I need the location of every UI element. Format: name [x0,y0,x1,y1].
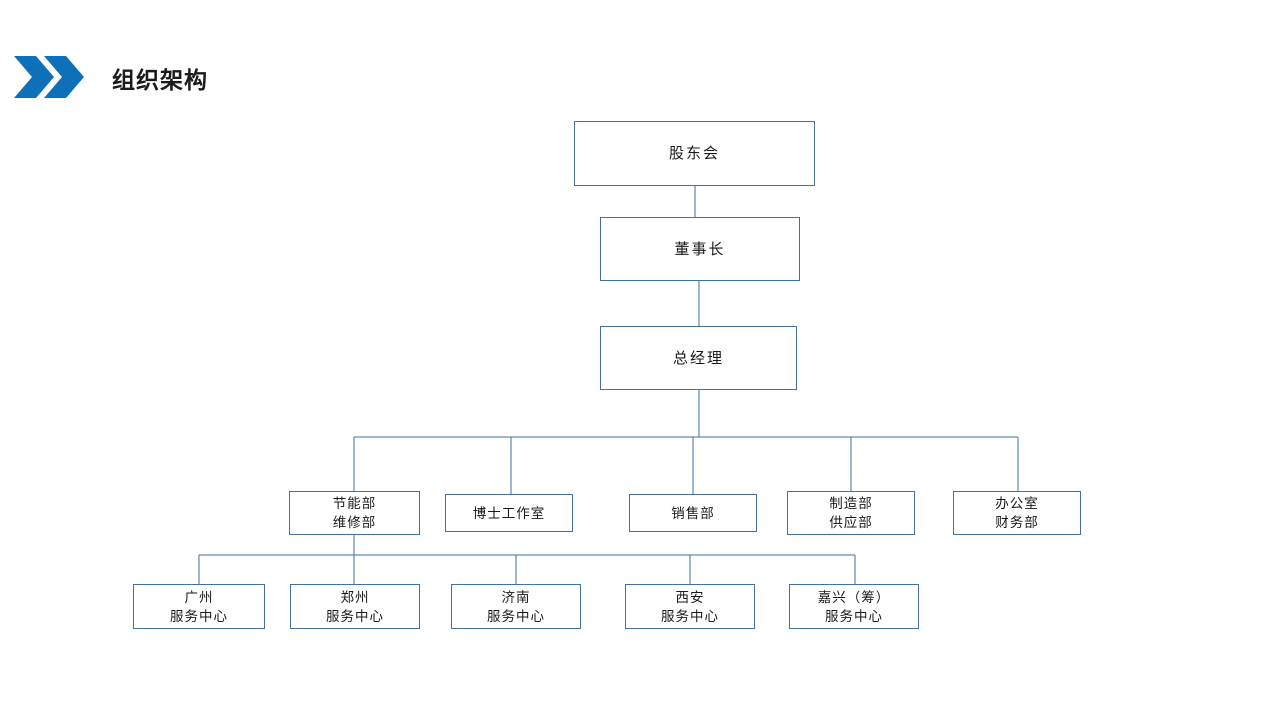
node-label-line1: 办公室 [995,496,1039,511]
node-label-line2: 服务中心 [825,608,883,624]
node-label-line1: 销售部 [671,505,715,521]
node-label-line2: 服务中心 [661,608,719,624]
node-label-line1: 郑州 [340,589,370,605]
node-jinan-service-center[interactable]: 济南 服务中心 [451,584,581,629]
node-label-line2: 供应部 [829,515,873,530]
node-label-line1: 西安 [675,589,705,605]
node-label-line1: 广州 [184,589,214,605]
page-title: 组织架构 [112,67,208,93]
double-chevron-right-icon [14,56,86,98]
node-label-line1: 董事长 [674,240,726,258]
node-label-line1: 嘉兴（筹） [817,589,891,605]
node-label-line2: 财务部 [995,515,1039,530]
node-guangzhou-service-center[interactable]: 广州 服务中心 [133,584,265,629]
node-general-manager[interactable]: 总经理 [600,326,797,390]
node-label-line2: 维修部 [332,515,377,530]
node-label-line1: 制造部 [829,496,873,511]
node-label-line1: 博士工作室 [472,505,546,521]
node-label-line1: 济南 [501,589,531,605]
node-label-line1: 节能部 [332,496,377,511]
node-zhengzhou-service-center[interactable]: 郑州 服务中心 [290,584,420,629]
node-label-line2: 服务中心 [487,608,545,624]
node-label-line2: 服务中心 [170,608,228,624]
node-label-line1: 股东会 [668,145,720,162]
node-xian-service-center[interactable]: 西安 服务中心 [625,584,755,629]
node-shareholders-meeting[interactable]: 股东会 [574,121,815,186]
node-label-line1: 总经理 [672,349,724,367]
node-jiaxing-service-center[interactable]: 嘉兴（筹） 服务中心 [789,584,919,629]
node-label-line2: 服务中心 [326,608,384,624]
slide-header: 组织架构 [0,0,1280,120]
node-office-finance-dept[interactable]: 办公室 财务部 [953,491,1081,535]
node-manufacturing-supply-dept[interactable]: 制造部 供应部 [787,491,915,535]
node-doctoral-studio[interactable]: 博士工作室 [445,494,573,532]
node-energy-maintenance-dept[interactable]: 节能部 维修部 [289,491,420,535]
node-sales-dept[interactable]: 销售部 [629,494,757,532]
node-chairman[interactable]: 董事长 [600,217,800,281]
